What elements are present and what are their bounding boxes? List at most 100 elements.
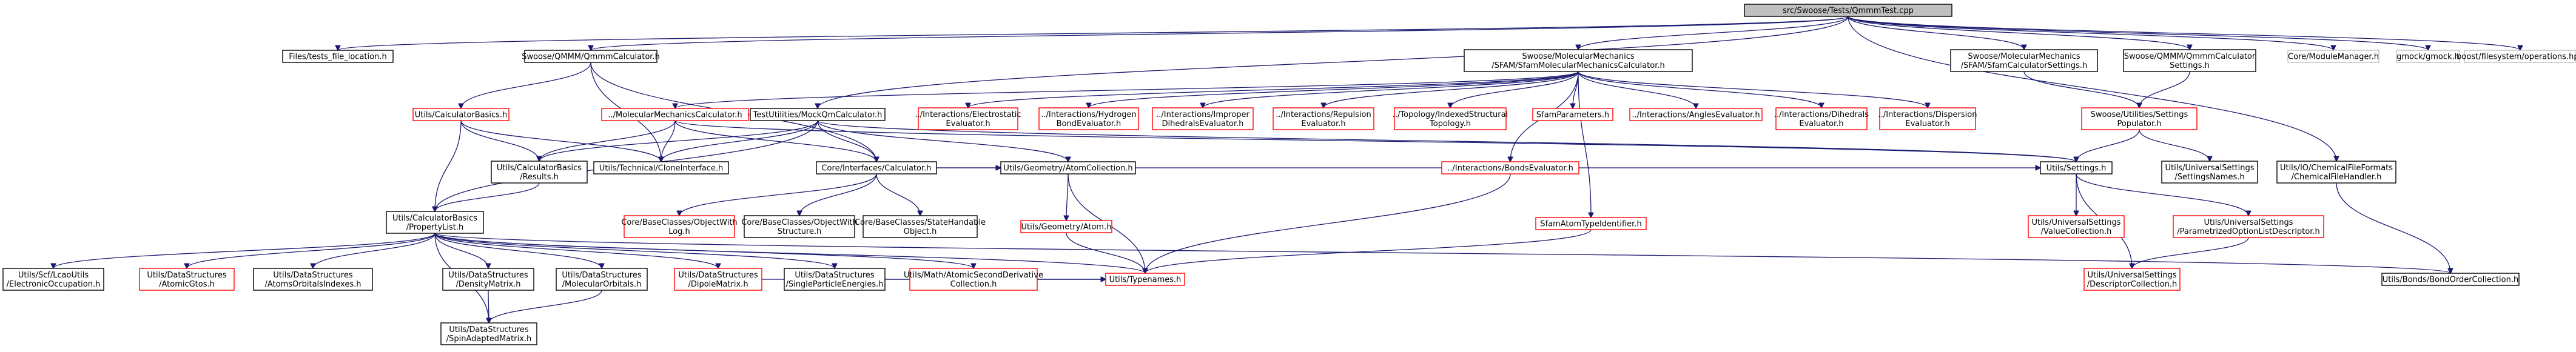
node-box-int_dihedrals[interactable]	[1775, 107, 1868, 130]
node-bond_order[interactable]: Utils/Bonds/BondOrderCollection.h	[2381, 273, 2520, 286]
node-root[interactable]: src/Swoose/Tests/QmmmTest.cpp	[1744, 4, 1952, 17]
node-box-atom_collection[interactable]	[1000, 161, 1136, 174]
node-sfam_settings[interactable]: Swoose/MolecularMechanics/SFAM/SfamCalcu…	[1950, 49, 2098, 72]
node-box-settings_populator[interactable]	[2081, 107, 2198, 130]
node-typenames[interactable]: Utils/Typenames.h	[1105, 273, 1185, 286]
node-calc_basics_results[interactable]: Utils/CalculatorBasics/Results.h	[491, 161, 588, 184]
node-core_module[interactable]: Core/ModuleManager.h	[2287, 50, 2379, 63]
node-box-qmmm_calc[interactable]	[524, 50, 657, 63]
node-ds_atomicgtos[interactable]: Utils/DataStructures/AtomicGtos.h	[139, 268, 235, 291]
node-box-root[interactable]	[1744, 4, 1952, 17]
node-files_tests[interactable]: Files/tests_file_location.h	[282, 50, 394, 63]
node-box-int_angles[interactable]	[1629, 108, 1763, 121]
node-settings_names[interactable]: Utils/UniversalSettings/SettingsNames.h	[2161, 161, 2258, 184]
node-box-math_secondderiv[interactable]	[909, 268, 1038, 291]
node-sfam_params[interactable]: SfamParameters.h	[1532, 108, 1613, 121]
node-box-ds_molorbitals[interactable]	[556, 268, 648, 291]
node-core_calc[interactable]: Core/Interfaces/Calculator.h	[816, 161, 937, 174]
node-int_improper[interactable]: ../Interactions/ImproperDihedralsEvaluat…	[1152, 107, 1254, 130]
node-box-int_hbond[interactable]	[1038, 107, 1139, 130]
node-box-utils_settings[interactable]	[2040, 161, 2113, 174]
node-box-ds_atomicgtos[interactable]	[139, 268, 235, 291]
node-sfam_calc[interactable]: Swoose/MolecularMechanics/SFAM/SfamMolec…	[1464, 49, 1693, 72]
node-box-int_improper[interactable]	[1152, 107, 1254, 130]
node-box-settings_names[interactable]	[2161, 161, 2258, 184]
node-box-calc_basics_results[interactable]	[491, 161, 588, 184]
node-box-sfam_calc[interactable]	[1464, 49, 1693, 72]
node-scf_occupation[interactable]: Utils/Scf/LcaoUtils/ElectronicOccupation…	[2, 268, 104, 291]
node-box-mock_qm[interactable]	[750, 108, 886, 121]
node-descriptor_collection[interactable]: Utils/UniversalSettings/DescriptorCollec…	[2083, 268, 2181, 291]
node-box-value_collection[interactable]	[2028, 215, 2125, 238]
node-box-ds_singleparticle[interactable]	[784, 268, 886, 291]
node-box-bond_order[interactable]	[2381, 273, 2520, 286]
node-box-qmmm_settings[interactable]	[2123, 49, 2256, 72]
node-box-int_electro[interactable]	[918, 107, 1018, 130]
node-qmmm_calc[interactable]: Swoose/QMMM/QmmmCalculator.h	[522, 50, 660, 63]
node-box-calc_basics[interactable]	[412, 108, 509, 121]
node-box-scf_occupation[interactable]	[2, 268, 104, 291]
node-box-files_tests[interactable]	[282, 50, 394, 63]
node-box-bonds_eval[interactable]	[1441, 161, 1579, 174]
node-sfam_atomtype[interactable]: SfamAtomTypeIdentifier.h	[1535, 217, 1647, 230]
node-gmock[interactable]: gmock/gmock.h	[2396, 50, 2460, 63]
node-bonds_eval[interactable]: ../Interactions/BondsEvaluator.h	[1441, 161, 1579, 174]
node-box-gmock[interactable]	[2396, 50, 2460, 63]
node-box-objwithstructure[interactable]	[744, 215, 855, 238]
node-utils_settings[interactable]: Utils/Settings.h	[2040, 161, 2113, 174]
node-chem_file_handler[interactable]: Utils/IO/ChemicalFileFormats/ChemicalFil…	[2276, 161, 2396, 184]
node-box-mm_calc[interactable]	[601, 108, 749, 121]
node-ds_dipole[interactable]: Utils/DataStructures/DipoleMatrix.h	[674, 268, 762, 291]
node-ds_spinadapted[interactable]: Utils/DataStructures/SpinAdaptedMatrix.h	[440, 322, 537, 345]
node-clone_interface[interactable]: Utils/Technical/CloneInterface.h	[593, 161, 729, 174]
node-box-property_list[interactable]	[386, 211, 484, 234]
node-ds_molorbitals[interactable]: Utils/DataStructures/MolecularOrbitals.h	[556, 268, 648, 291]
node-property_list[interactable]: Utils/CalculatorBasics/PropertyList.h	[386, 211, 484, 234]
node-box-topo_indexed[interactable]	[1394, 107, 1507, 130]
node-geom_atom[interactable]: Utils/Geometry/Atom.h	[1020, 220, 1112, 233]
node-box-sfam_params[interactable]	[1532, 108, 1613, 121]
node-box-core_calc[interactable]	[816, 161, 937, 174]
node-int_dihedrals[interactable]: ../Interactions/DihedralsEvaluator.h	[1774, 107, 1869, 130]
node-box-param_option[interactable]	[2173, 215, 2324, 238]
node-mm_calc[interactable]: ../MolecularMechanicsCalculator.h	[601, 108, 749, 121]
node-atom_collection[interactable]: Utils/Geometry/AtomCollection.h	[1000, 161, 1136, 174]
node-box-int_repulsion[interactable]	[1273, 107, 1374, 130]
node-calc_basics[interactable]: Utils/CalculatorBasics.h	[412, 108, 509, 121]
node-box-sfam_settings[interactable]	[1950, 49, 2098, 72]
node-box-clone_interface[interactable]	[593, 161, 729, 174]
node-box-ds_spinadapted[interactable]	[440, 322, 537, 345]
node-math_secondderiv[interactable]: Utils/Math/AtomicSecondDerivativeCollect…	[904, 268, 1043, 291]
node-box-chem_file_handler[interactable]	[2276, 161, 2396, 184]
node-box-ds_atomsorbitals[interactable]	[253, 268, 373, 291]
node-box-descriptor_collection[interactable]	[2083, 268, 2181, 291]
node-boost_fs[interactable]: boost/filesystem/operations.hpp	[2457, 50, 2576, 63]
node-box-core_module[interactable]	[2287, 50, 2379, 63]
node-box-int_dispersion[interactable]	[1879, 107, 1976, 130]
node-box-ds_density[interactable]	[442, 268, 534, 291]
node-box-geom_atom[interactable]	[1020, 220, 1112, 233]
node-int_angles[interactable]: ../Interactions/AnglesEvaluator.h	[1629, 108, 1763, 121]
node-param_option[interactable]: Utils/UniversalSettings/ParametrizedOpti…	[2173, 215, 2324, 238]
node-value_collection[interactable]: Utils/UniversalSettings/ValueCollection.…	[2028, 215, 2125, 238]
node-box-objwithlog[interactable]	[624, 215, 735, 238]
node-mock_qm[interactable]: TestUtilities/MockQmCalculator.h	[750, 108, 886, 121]
node-box-sfam_atomtype[interactable]	[1535, 217, 1647, 230]
node-ds_atomsorbitals[interactable]: Utils/DataStructures/AtomsOrbitalsIndexe…	[253, 268, 373, 291]
node-box-boost_fs[interactable]	[2464, 50, 2576, 63]
node-box-statehandable[interactable]	[863, 215, 978, 238]
node-box-typenames[interactable]	[1105, 273, 1185, 286]
node-box-ds_dipole[interactable]	[674, 268, 762, 291]
node-ds_singleparticle[interactable]: Utils/DataStructures/SingleParticleEnerg…	[784, 268, 886, 291]
node-ds_density[interactable]: Utils/DataStructures/DensityMatrix.h	[442, 268, 534, 291]
